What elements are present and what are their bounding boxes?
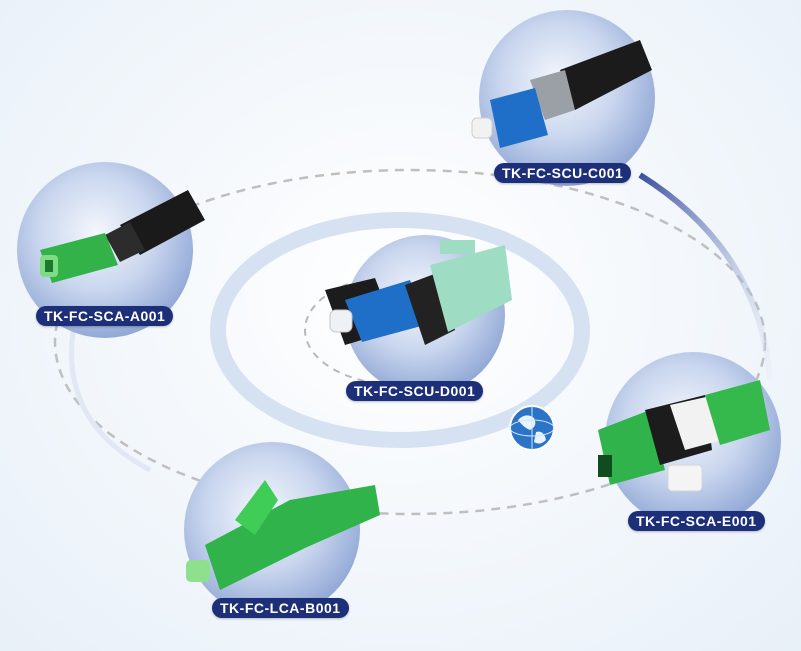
inner-ring-outer [210,212,590,448]
orbit-arc-left [69,319,152,473]
connector-a-image [40,190,205,283]
globe-icon [509,405,555,451]
connector-e-image [598,380,770,492]
product-label-a: TK-FC-SCA-A001 [36,306,174,326]
product-label-e: TK-FC-SCA-E001 [628,511,765,531]
orbit-arc-right [638,172,773,381]
product-label-d: TK-FC-SCU-D001 [346,381,484,401]
connector-d-image [325,240,512,345]
product-label-c: TK-FC-SCU-C001 [494,163,632,183]
connector-b-image [186,480,380,590]
product-label-b: TK-FC-LCA-B001 [212,598,349,618]
connector-c-image [471,40,652,148]
